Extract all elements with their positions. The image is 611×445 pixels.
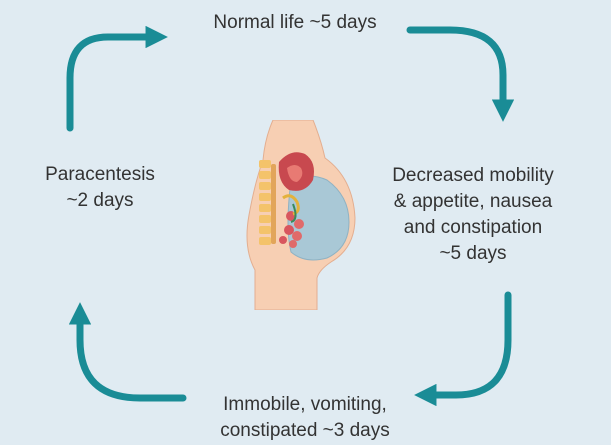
arrow-bottom-to-left xyxy=(80,320,183,398)
stage-normal-life-line: Normal life ~5 days xyxy=(175,10,415,36)
stage-decreased-mobility-line: & appetite, nausea xyxy=(358,189,588,215)
stage-decreased-mobility-line: and constipation xyxy=(358,215,588,241)
stage-immobile-vomiting: Immobile, vomiting, constipated ~3 days xyxy=(160,392,450,444)
stage-decreased-mobility-duration: ~5 days xyxy=(358,241,588,267)
arrow-right-to-bottom xyxy=(432,295,508,395)
arrow-left-to-top xyxy=(70,37,150,128)
abdomen-ascites-illustration xyxy=(235,120,360,310)
stage-immobile-vomiting-line: Immobile, vomiting, xyxy=(160,392,450,418)
stage-normal-life: Normal life ~5 days xyxy=(175,10,415,36)
stage-paracentesis-duration: ~2 days xyxy=(15,188,185,214)
stage-paracentesis-line: Paracentesis xyxy=(15,162,185,188)
stage-paracentesis: Paracentesis ~2 days xyxy=(15,162,185,214)
stage-decreased-mobility-line: Decreased mobility xyxy=(358,163,588,189)
stage-immobile-vomiting-duration: constipated ~3 days xyxy=(160,418,450,444)
arrow-top-to-right xyxy=(410,30,503,104)
stage-decreased-mobility: Decreased mobility & appetite, nausea an… xyxy=(358,163,588,267)
